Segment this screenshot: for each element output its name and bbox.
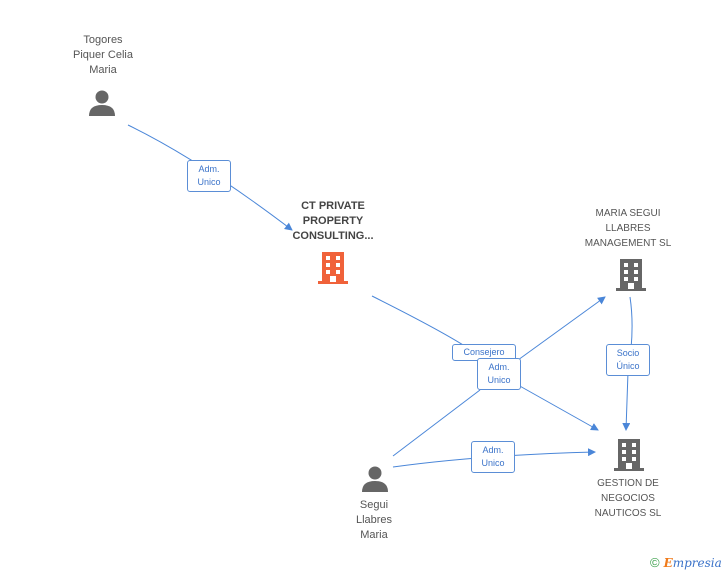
node-label-segui[interactable]: Segui Llabres Maria [355,499,393,541]
brand-footer: © Empresia [650,555,722,570]
node-label-gestion[interactable]: GESTION DE NEGOCIOS NAUTICOS SL [594,478,662,519]
edge-ct-consejero [371,295,469,349]
copyright-icon: © [650,555,660,570]
person-icon[interactable] [87,88,117,118]
node-label-togores[interactable]: Togores Piquer Celia Maria [73,34,133,76]
node-label-ct-private[interactable]: CT PRIVATE PROPERTY CONSULTING... [292,200,374,242]
edge-label-togores-ct: Adm. Unico [187,160,231,192]
edge-hub-gestion [517,384,599,431]
building-icon[interactable] [615,258,647,292]
edge-hub-maria [517,296,606,361]
edge-label-segui-ct-adm: Adm. Unico [477,358,521,390]
edge-segui-hub [392,389,481,457]
node-label-maria-segui[interactable]: MARIA SEGUI LLABRES MANAGEMENT SL [584,208,672,249]
building-icon[interactable] [613,438,645,472]
brand-logo: Empresia [663,555,722,570]
edge-label-segui-gestion: Adm. Unico [471,441,515,473]
building-icon[interactable] [317,251,349,285]
edge-label-maria-gestion: Socio Único [606,344,650,376]
person-icon[interactable] [360,464,390,494]
